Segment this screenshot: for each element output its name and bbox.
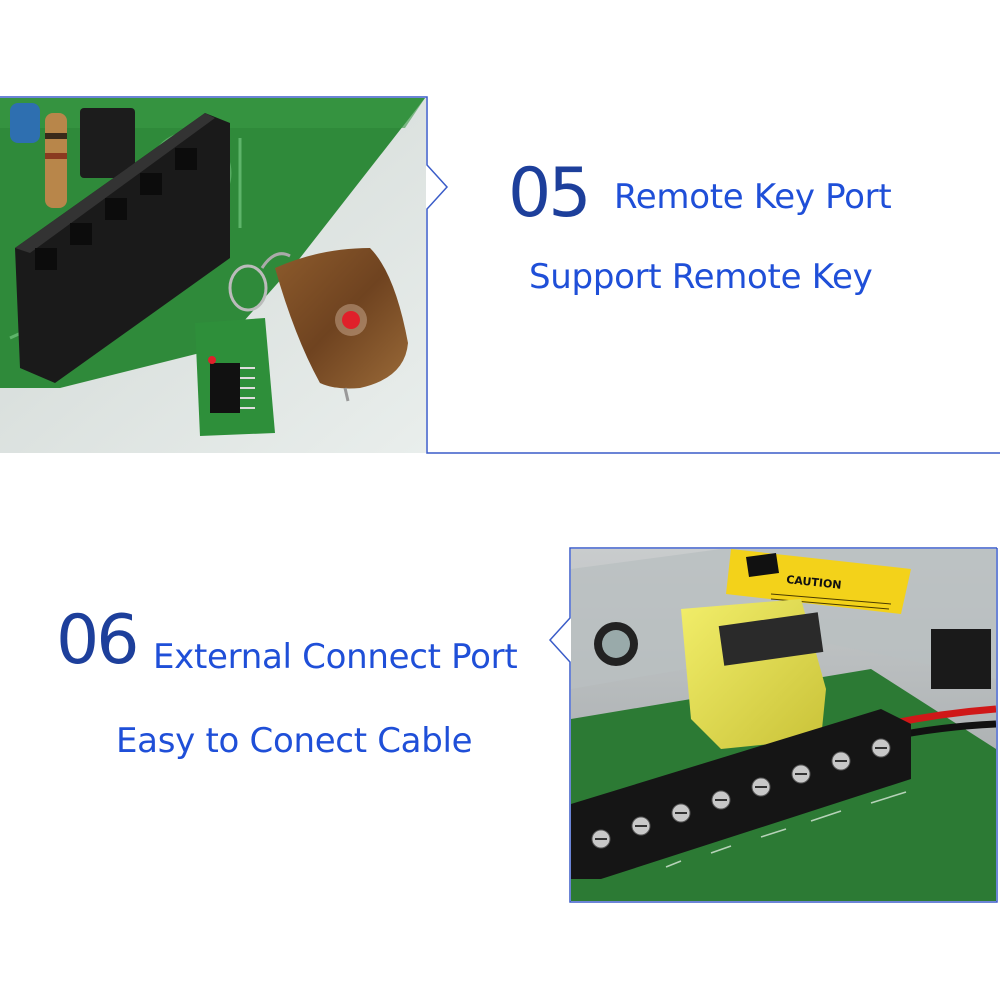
feature-frame <box>0 96 1000 454</box>
feature-subtitle: Support Remote Key <box>529 257 873 297</box>
feature-external-connect-port: CAUTION <box>0 470 1000 1000</box>
feature-title: External Connect Port <box>153 637 518 677</box>
feature-subtitle: Easy to Conect Cable <box>116 721 473 761</box>
caution-label: CAUTION <box>786 573 842 592</box>
feature-frame <box>548 547 998 903</box>
feature-number: 05 <box>508 154 592 233</box>
feature-remote-key-port: 05 Remote Key Port Support Remote Key <box>0 0 1000 470</box>
remote-key-port-photo <box>0 98 426 453</box>
feature-title: Remote Key Port <box>614 177 892 217</box>
feature-number: 06 <box>56 601 140 680</box>
external-connect-port-photo: CAUTION <box>571 549 996 901</box>
